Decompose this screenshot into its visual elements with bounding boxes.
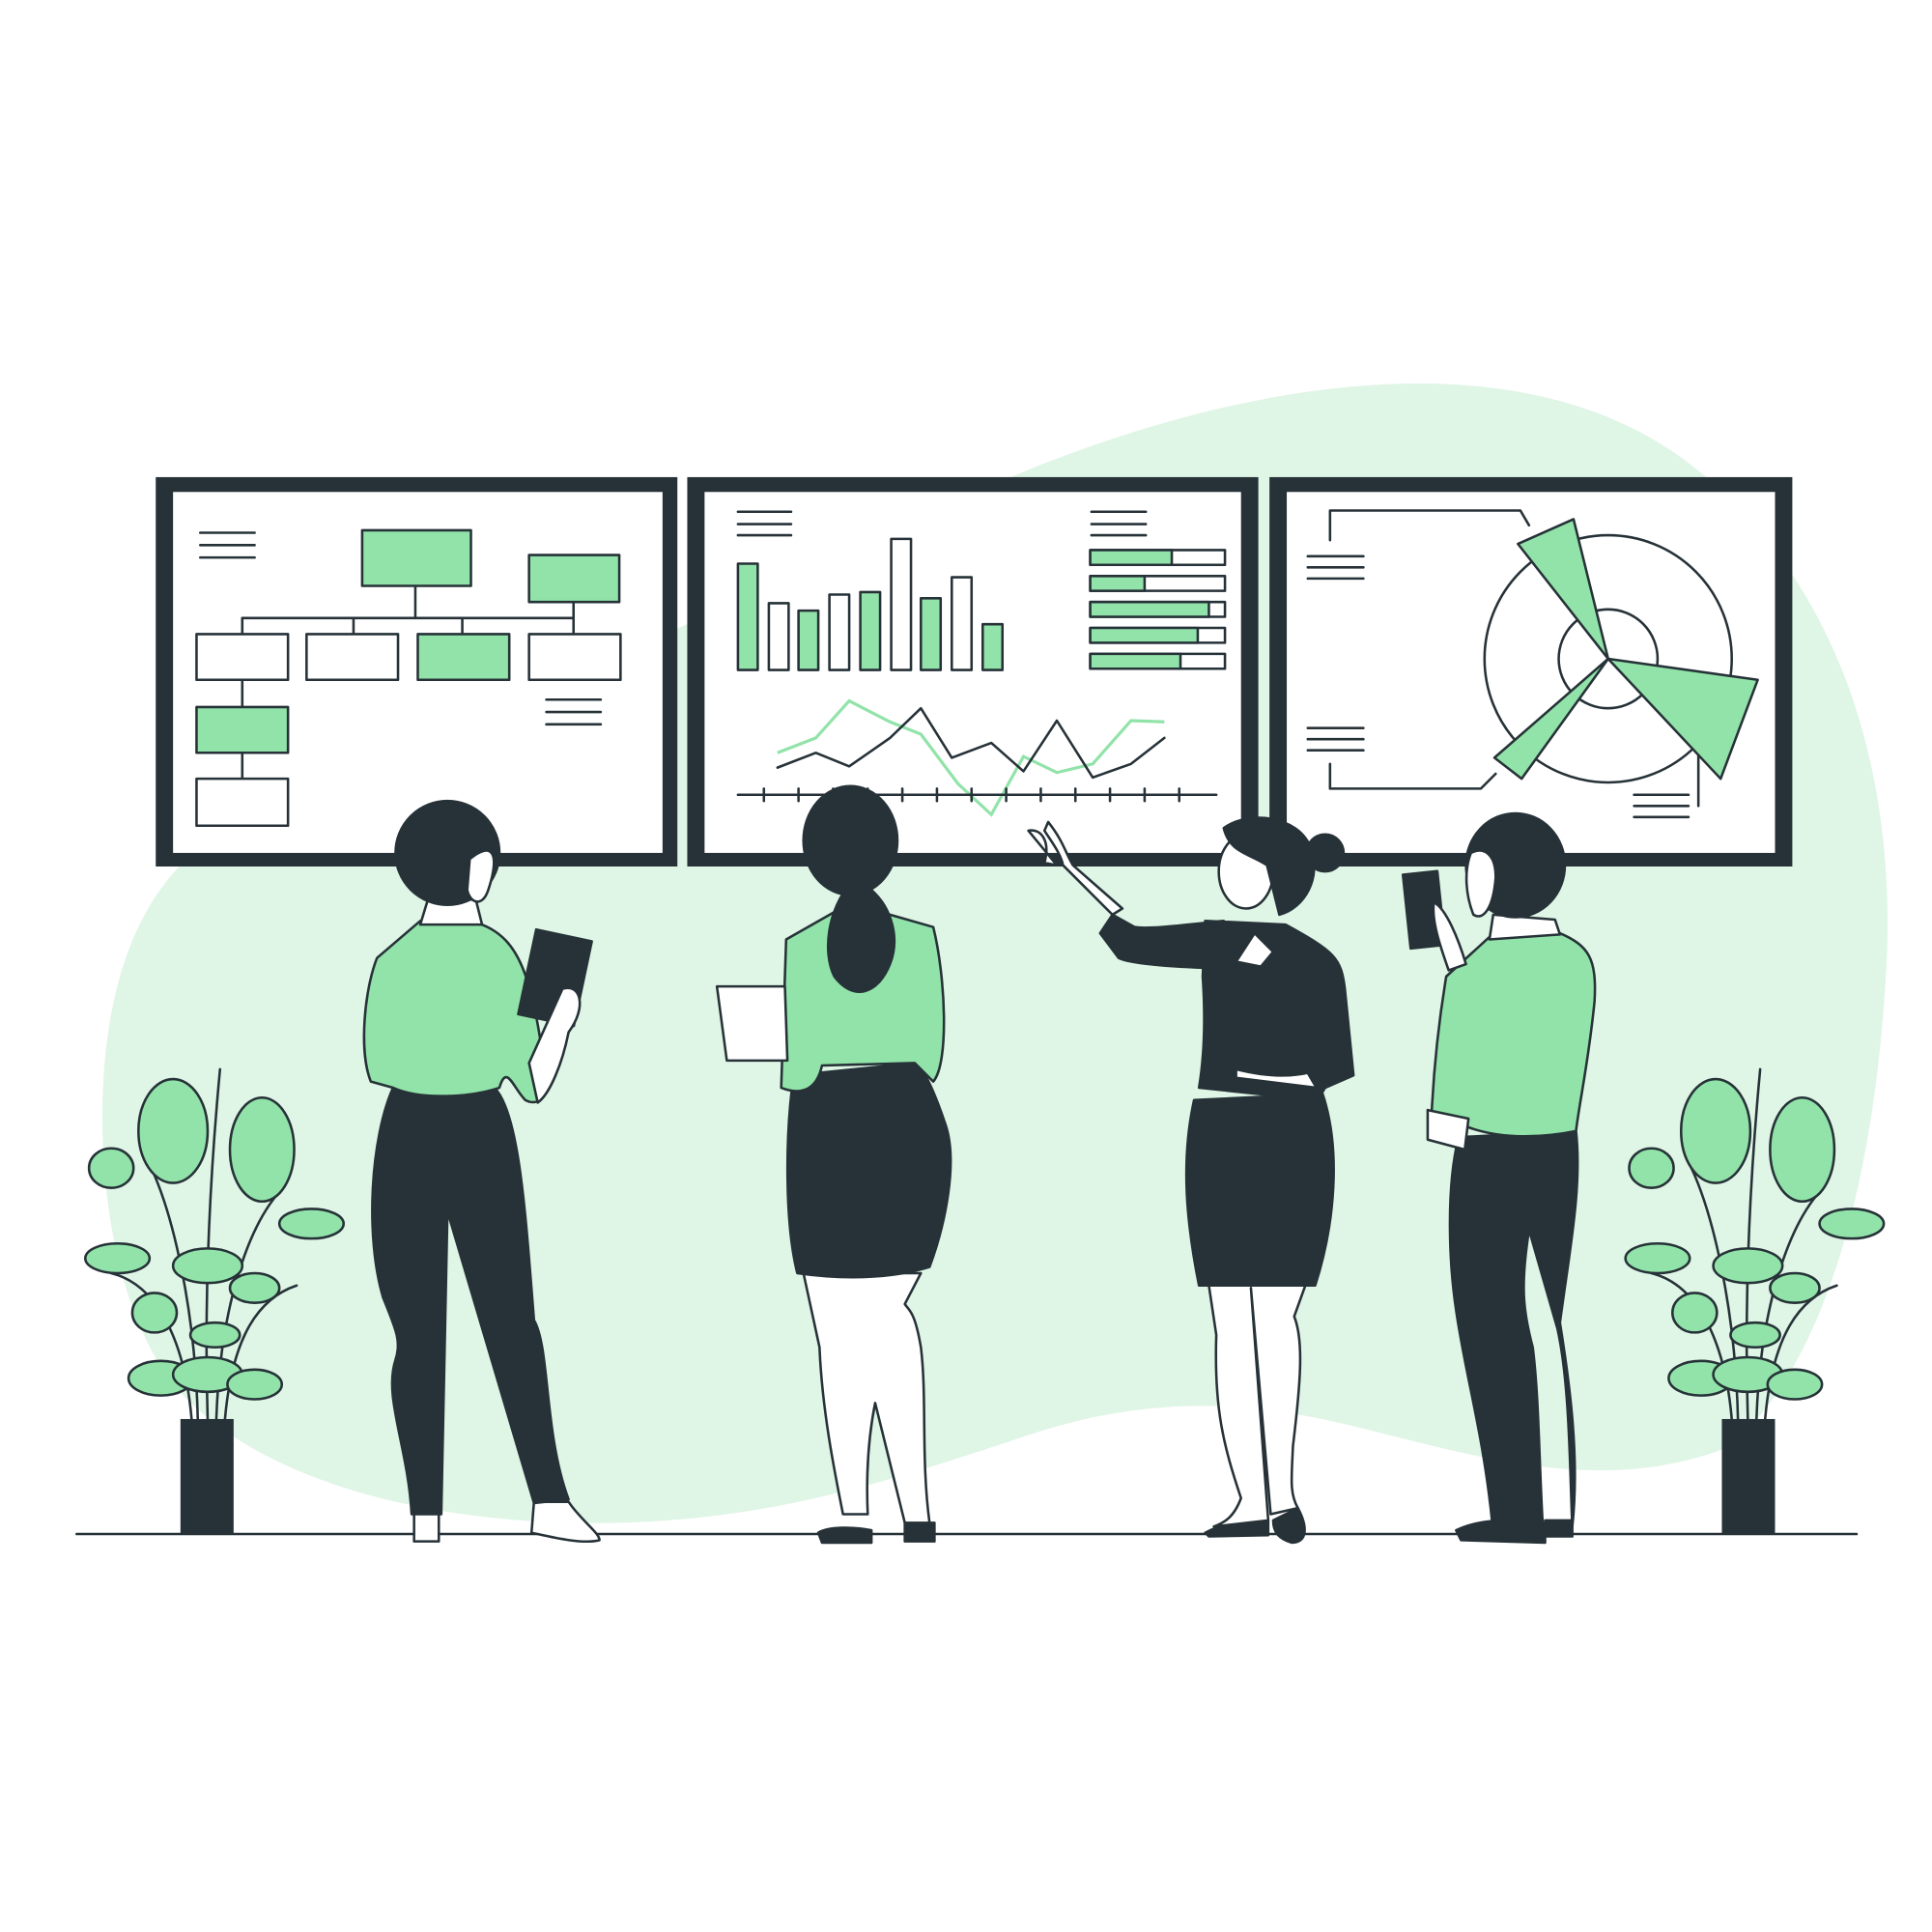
bar xyxy=(890,537,913,671)
bar xyxy=(736,562,759,671)
bar xyxy=(951,576,974,671)
org-node xyxy=(416,633,511,682)
text-lines xyxy=(736,510,1148,537)
plant-pot xyxy=(1721,1418,1776,1534)
bar xyxy=(859,590,882,671)
plant-left xyxy=(84,1067,346,1534)
bar xyxy=(920,597,943,671)
person-with-tablet xyxy=(362,799,601,1544)
person-with-laptop xyxy=(715,784,952,1545)
progress-fill xyxy=(1089,652,1182,670)
bar-chart xyxy=(736,537,1005,671)
bar xyxy=(767,602,790,671)
person-with-phone xyxy=(1401,811,1597,1545)
line-series-green xyxy=(777,698,1165,817)
org-node xyxy=(527,554,621,604)
org-node xyxy=(195,705,290,754)
bar xyxy=(980,622,1005,671)
radial-wedge xyxy=(1517,518,1610,661)
org-node xyxy=(527,633,622,682)
org-node xyxy=(195,633,290,682)
radial-wedge xyxy=(1492,657,1610,781)
bar xyxy=(828,593,851,671)
org-connectors xyxy=(241,584,576,781)
screen-org-chart xyxy=(156,476,678,867)
person-presenting xyxy=(1027,816,1355,1545)
screen-charts xyxy=(687,476,1259,867)
progress-bars xyxy=(1089,549,1227,670)
plant-right xyxy=(1624,1067,1886,1534)
progress-fill xyxy=(1089,549,1174,567)
plant-pot xyxy=(180,1418,234,1534)
text-lines xyxy=(199,531,603,726)
screen-radial-chart xyxy=(1269,476,1793,867)
progress-fill xyxy=(1089,600,1210,618)
org-node xyxy=(360,528,472,587)
bar xyxy=(797,609,820,671)
org-node xyxy=(195,777,290,828)
progress-fill xyxy=(1089,575,1147,592)
line-series-dark xyxy=(776,706,1166,780)
org-node xyxy=(305,633,400,682)
progress-fill xyxy=(1089,626,1200,644)
radial-wedge xyxy=(1606,657,1759,781)
